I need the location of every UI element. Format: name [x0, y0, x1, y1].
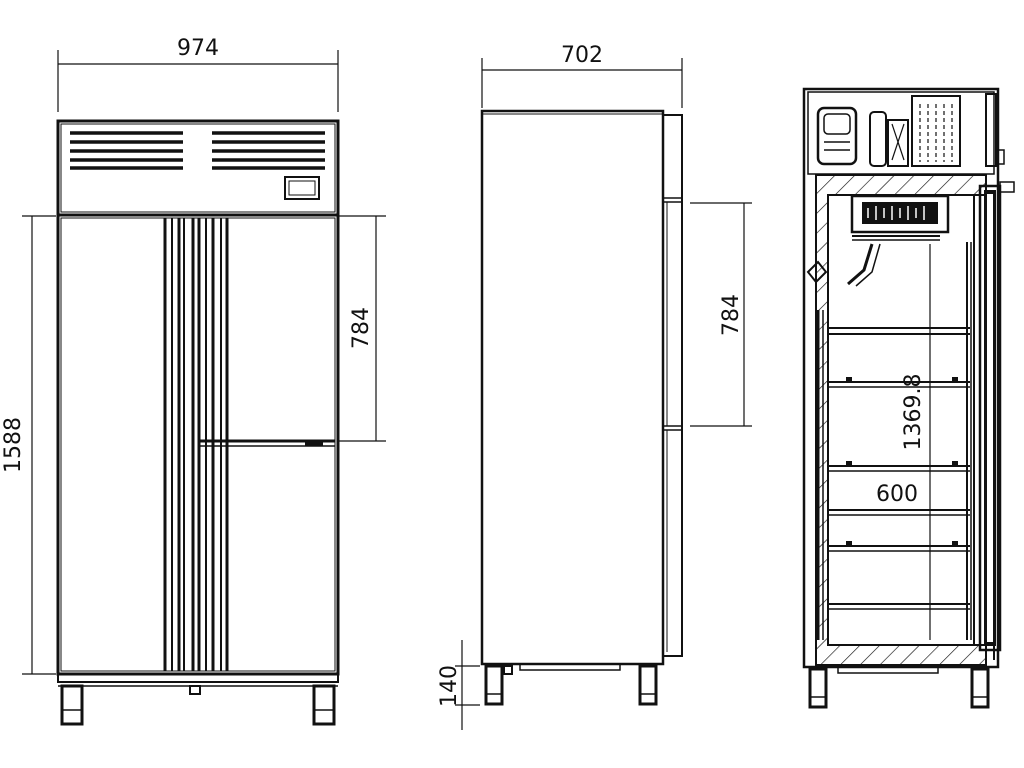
- front-door-dimension: 784: [338, 215, 386, 442]
- front-top-unit: [56, 119, 340, 217]
- front-cabinet-body: [56, 213, 340, 687]
- front-width-dimension: 974: [57, 36, 339, 112]
- side-leg-label: 140: [437, 665, 462, 707]
- section-view: 1369.8 600: [802, 87, 1015, 709]
- section-shelf-dimension: 600: [876, 482, 918, 507]
- shelf: [828, 461, 970, 472]
- front-width-label: 974: [177, 36, 219, 61]
- front-legs: [60, 684, 336, 726]
- side-depth-label: 702: [561, 43, 603, 68]
- side-leg-dimension: 140: [437, 640, 480, 730]
- side-door-label: 784: [719, 294, 744, 336]
- section-door: [978, 181, 1015, 660]
- front-height-label: 1588: [1, 417, 26, 473]
- section-shelf-label: 600: [876, 482, 918, 507]
- control-display: [284, 176, 320, 200]
- compressor: [816, 106, 858, 166]
- control-box: [985, 93, 997, 167]
- front-door-label: 784: [349, 307, 374, 349]
- compressor-compartment: [807, 91, 1005, 175]
- shelf: [828, 509, 970, 516]
- section-legs: [804, 666, 998, 709]
- shelf: [828, 541, 970, 552]
- side-depth-dimension: 702: [481, 43, 683, 108]
- front-view: 974 1588 784: [1, 36, 386, 726]
- fan: [869, 111, 887, 167]
- front-height-dimension: 1588: [1, 215, 56, 675]
- shelf: [828, 377, 970, 388]
- section-inner-height-label: 1369.8: [901, 374, 926, 451]
- evaporator: [806, 194, 950, 287]
- shelf: [828, 603, 970, 610]
- side-door-dimension: 784: [690, 202, 752, 427]
- condenser: [911, 95, 961, 167]
- section-inner-height-dimension: 1369.8: [901, 244, 931, 640]
- shelves: [816, 242, 972, 640]
- control-display-screen: [288, 180, 316, 196]
- side-legs: [484, 664, 658, 706]
- shelf: [828, 327, 970, 335]
- side-cabinet-body: [480, 109, 683, 671]
- side-view: 702 784 140: [437, 43, 752, 730]
- front-vent-grille: [70, 131, 325, 170]
